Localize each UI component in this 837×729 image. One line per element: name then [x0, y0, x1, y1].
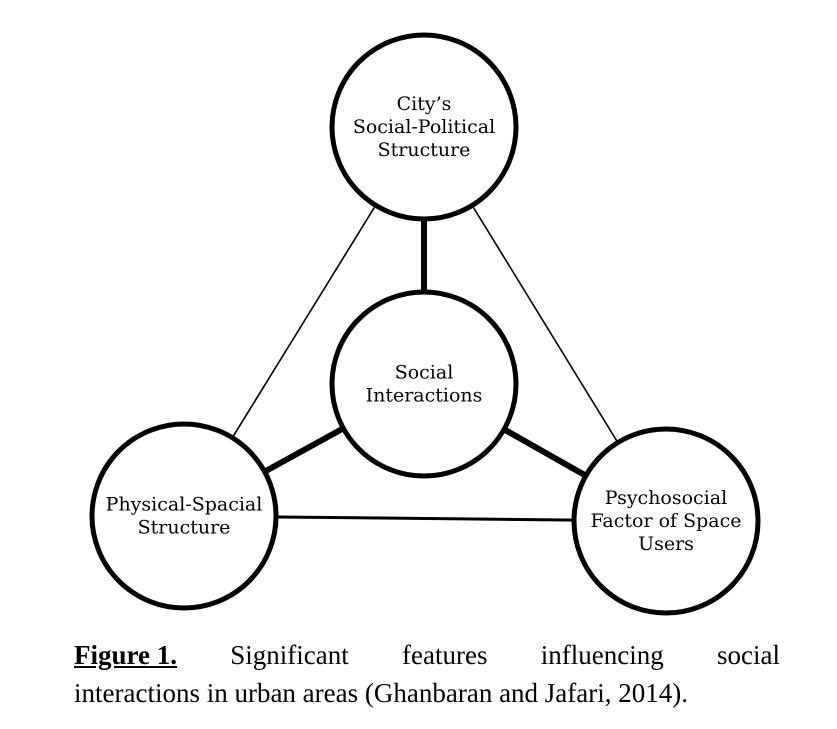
node-circle	[571, 426, 761, 616]
node-circle	[89, 421, 279, 611]
node-circle	[329, 289, 519, 479]
node-label-line: Social	[395, 362, 454, 384]
node-label-line: Factor of Space	[591, 510, 742, 532]
caption-word: social	[716, 640, 780, 670]
caption-line-1: Figure 1. Significant features influenci…	[74, 636, 780, 674]
node-label-line: Psychosocial	[605, 487, 727, 509]
node-label-line: City’s	[397, 93, 452, 115]
caption-word: influencing	[540, 640, 664, 670]
node-circle	[329, 32, 519, 222]
node-label-line: Structure	[138, 517, 231, 539]
figure-caption: Figure 1. Significant features influenci…	[74, 636, 780, 712]
node-label-line: Social-Political	[353, 116, 495, 138]
node-label-line: Users	[638, 533, 694, 555]
diagram-nodes: City’sSocial-PoliticalStructureSocialInt…	[89, 32, 761, 616]
node-label-line: Interactions	[366, 385, 483, 407]
node-label-line: Structure	[378, 139, 471, 161]
caption-figure-label: Figure 1.	[74, 640, 177, 670]
node-label-line: Physical-Spacial	[106, 494, 263, 516]
caption-line-2: interactions in urban areas (Ghanbaran a…	[74, 678, 688, 708]
caption-word: features	[402, 640, 488, 670]
caption-word: Significant	[230, 640, 349, 670]
